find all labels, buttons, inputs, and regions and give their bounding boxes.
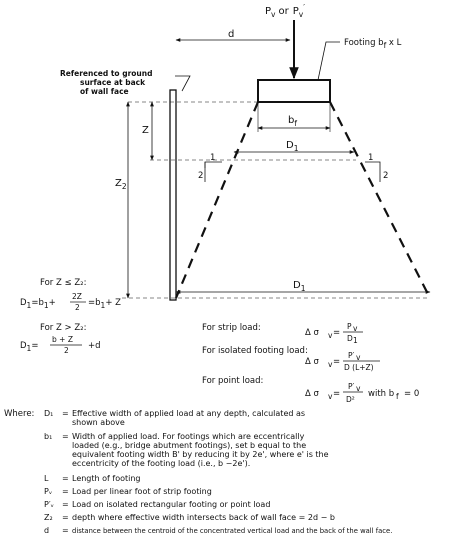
strip-load-heading: For strip load: xyxy=(202,323,261,333)
z-label: Z xyxy=(142,125,149,136)
svg-text:1: 1 xyxy=(210,153,215,163)
wall xyxy=(169,89,177,301)
svg-text:= 0: = 0 xyxy=(404,389,419,399)
svg-text:=: = xyxy=(62,432,69,441)
svg-text:v: v xyxy=(356,384,361,393)
case-z-gt-z2: For Z > Z₂: xyxy=(40,323,86,333)
svg-text:=: = xyxy=(333,389,340,399)
svg-text:1: 1 xyxy=(353,336,358,345)
svg-text:v: v xyxy=(328,392,333,401)
svg-text:v: v xyxy=(328,331,333,340)
d1-bottom-label: D1 xyxy=(293,280,306,293)
where-label: Where: xyxy=(4,409,34,419)
point-load-heading: For point load: xyxy=(202,376,263,386)
svg-text:2: 2 xyxy=(75,303,80,312)
z2-label: Z2 xyxy=(115,178,127,191)
bf-label: bf xyxy=(288,115,297,128)
eq-case1: D1=b1+ xyxy=(20,298,56,310)
svg-text:1: 1 xyxy=(368,153,373,163)
svg-text:P′ᵥ: P′ᵥ xyxy=(44,500,54,509)
d-dimension-label: d xyxy=(228,29,234,40)
svg-text:P′: P′ xyxy=(348,351,355,360)
svg-text:with b: with b xyxy=(368,389,394,399)
svg-text:=: = xyxy=(62,474,69,483)
svg-text:D (L+Z): D (L+Z) xyxy=(344,363,374,372)
svg-text:P: P xyxy=(347,322,352,331)
svg-text:=: = xyxy=(62,500,69,509)
svg-text:+d: +d xyxy=(88,341,101,351)
svg-text:=: = xyxy=(333,357,340,367)
svg-text:f: f xyxy=(396,392,399,401)
svg-text:2: 2 xyxy=(64,346,69,355)
svg-text:Effective width of applied loa: Effective width of applied load at any d… xyxy=(72,409,305,418)
svg-text:v: v xyxy=(356,353,361,362)
svg-text:shown above: shown above xyxy=(72,418,125,427)
legend-list: D₁=Effective width of applied load at an… xyxy=(44,409,392,535)
spread-line-left xyxy=(174,101,260,299)
svg-text:b₁: b₁ xyxy=(44,432,52,441)
svg-text:=: = xyxy=(62,409,69,418)
svg-text:Δ σ: Δ σ xyxy=(305,357,320,367)
svg-text:=: = xyxy=(62,513,69,522)
svg-text:2: 2 xyxy=(383,171,388,181)
svg-text:eccentricity of the footing lo: eccentricity of the footing load (i.e., … xyxy=(72,459,250,468)
svg-text:Load per linear foot of strip: Load per linear foot of strip footing xyxy=(72,487,212,496)
svg-text:depth where effective width in: depth where effective width intersects b… xyxy=(72,513,335,522)
svg-text:Load on isolated rectangular f: Load on isolated rectangular footing or … xyxy=(72,500,270,509)
svg-text:P′: P′ xyxy=(348,382,355,391)
isolated-load-heading: For isolated footing load: xyxy=(202,346,308,356)
footing-label: Footing bf x L xyxy=(344,38,402,50)
svg-text:=: = xyxy=(62,526,69,535)
svg-text:D²: D² xyxy=(346,395,355,404)
d1-label: D1 xyxy=(286,140,299,153)
svg-text:loaded (e.g., bridge abutment: loaded (e.g., bridge abutment footings),… xyxy=(72,441,306,450)
svg-text:b + Z: b + Z xyxy=(52,335,73,344)
svg-text:Δ σ: Δ σ xyxy=(305,328,320,338)
footing xyxy=(257,79,331,103)
svg-text:=b1+ Z: =b1+ Z xyxy=(88,298,121,310)
svg-text:Pᵥ: Pᵥ xyxy=(44,487,52,496)
svg-text:Width of applied load. For foo: Width of applied load. For footings whic… xyxy=(72,432,305,441)
svg-text:L: L xyxy=(44,474,49,483)
svg-text:v: v xyxy=(353,324,358,333)
svg-text:2: 2 xyxy=(198,171,203,181)
svg-text:D: D xyxy=(347,334,353,343)
svg-text:2Z: 2Z xyxy=(72,292,82,301)
svg-text:equivalent footing width B' by: equivalent footing width B' by reducing … xyxy=(72,450,329,459)
case-z-le-z2: For Z ≤ Z₂: xyxy=(40,278,86,288)
ground-reference-label: Referenced to ground surface at back of … xyxy=(60,69,155,96)
svg-text:Z₂: Z₂ xyxy=(44,513,53,522)
eq-case2: D1= xyxy=(20,341,38,353)
svg-text:Length of footing: Length of footing xyxy=(72,474,141,483)
svg-text:v: v xyxy=(328,360,333,369)
svg-text:Δ σ: Δ σ xyxy=(305,389,320,399)
svg-text:d: d xyxy=(44,526,49,535)
svg-text:=: = xyxy=(62,487,69,496)
spread-line-right xyxy=(329,101,431,299)
svg-text:D₁: D₁ xyxy=(44,409,53,418)
svg-text:distance between the centroid: distance between the centroid of the con… xyxy=(72,527,392,535)
svg-text:=: = xyxy=(333,328,340,338)
